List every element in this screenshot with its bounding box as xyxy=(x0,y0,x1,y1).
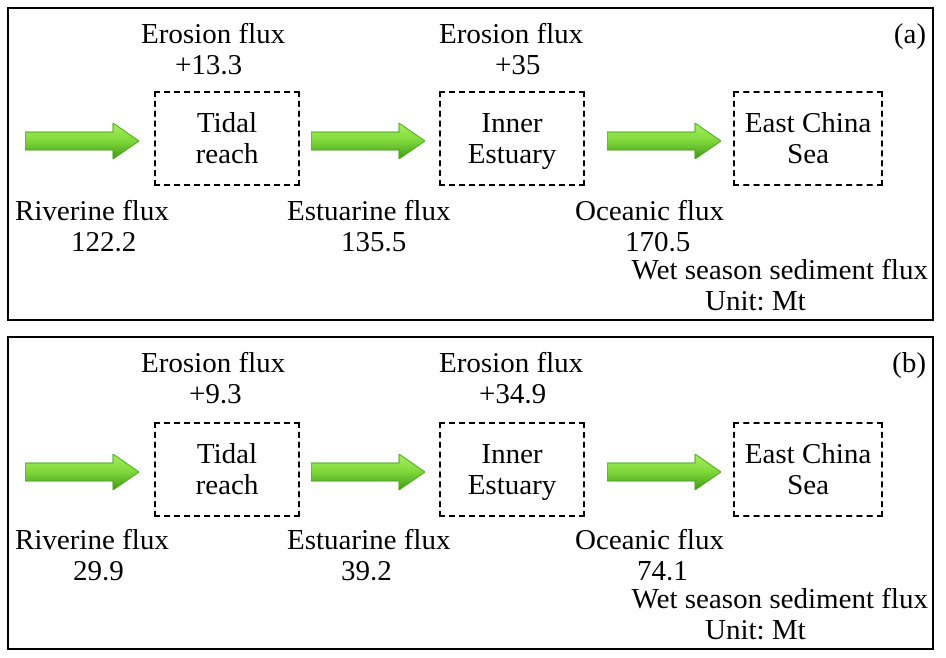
season-note: Wet season sediment flux xyxy=(631,583,928,615)
erosion-flux-value-2: +34.9 xyxy=(479,378,547,410)
oceanic-flux-value: 74.1 xyxy=(637,555,688,587)
unit-note: Unit: Mt xyxy=(705,614,806,646)
estuarine-flux-label: Estuarine flux xyxy=(287,195,451,227)
riverine-arrow-icon xyxy=(25,123,139,159)
erosion-flux-title-2: Erosion flux xyxy=(439,18,584,50)
erosion-flux-value-1: +9.3 xyxy=(189,378,242,410)
estuarine-arrow-icon xyxy=(311,123,425,159)
estuarine-flux-label: Estuarine flux xyxy=(287,524,451,556)
estuarine-arrow-icon xyxy=(311,454,425,490)
erosion-flux-value-1: +13.3 xyxy=(175,49,243,81)
season-note: Wet season sediment flux xyxy=(631,254,928,286)
oceanic-arrow-icon xyxy=(607,454,721,490)
panel-b: (b) Erosion flux +9.3 Erosion flux +34.9… xyxy=(7,336,934,650)
erosion-flux-value-2: +35 xyxy=(495,49,541,81)
estuarine-flux-value: 135.5 xyxy=(341,226,407,258)
riverine-flux-label: Riverine flux xyxy=(15,195,169,227)
oceanic-flux-label: Oceanic flux xyxy=(575,195,724,227)
estuarine-flux-value: 39.2 xyxy=(341,555,392,587)
riverine-arrow-icon xyxy=(25,454,139,490)
riverine-flux-value: 29.9 xyxy=(73,555,124,587)
panel-a: (a) Erosion flux +13.3 Erosion flux +35 … xyxy=(7,7,934,321)
riverine-flux-value: 122.2 xyxy=(71,226,137,258)
oceanic-arrow-icon xyxy=(607,123,721,159)
panel-label: (a) xyxy=(893,18,926,50)
erosion-flux-title-2: Erosion flux xyxy=(439,347,584,379)
riverine-flux-label: Riverine flux xyxy=(15,524,169,556)
erosion-flux-title-1: Erosion flux xyxy=(141,18,286,50)
oceanic-flux-label: Oceanic flux xyxy=(575,524,724,556)
oceanic-flux-value: 170.5 xyxy=(625,226,691,258)
unit-note: Unit: Mt xyxy=(705,285,806,317)
erosion-flux-title-1: Erosion flux xyxy=(141,347,286,379)
panel-label: (b) xyxy=(892,347,926,379)
